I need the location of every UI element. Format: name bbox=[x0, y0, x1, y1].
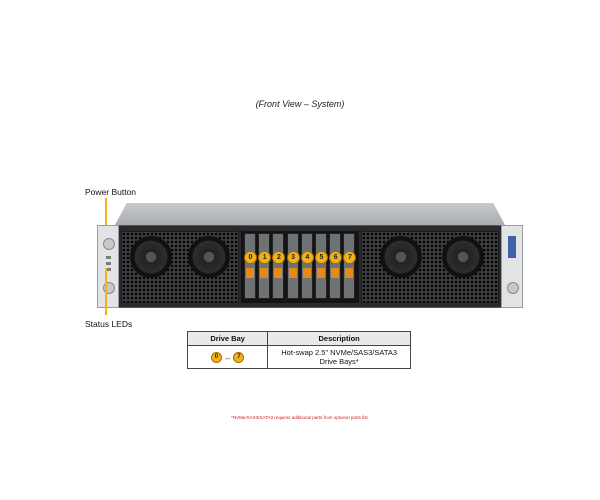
page-caption: (Front View – System) bbox=[255, 99, 345, 109]
drive-release-latch[interactable] bbox=[246, 268, 254, 278]
bay-number-badge: 4 bbox=[300, 251, 314, 264]
drive-release-latch[interactable] bbox=[260, 268, 269, 278]
chassis-top-cover bbox=[115, 203, 505, 225]
bay-number-badge: 1 bbox=[258, 251, 272, 264]
drive-bay[interactable] bbox=[343, 233, 356, 299]
footnote: *NVMe/SAS3/SATA3 requires additional par… bbox=[231, 415, 369, 420]
status-leds-callout-line bbox=[105, 268, 107, 315]
drive-bay[interactable] bbox=[272, 233, 285, 299]
power-button-label: Power Button bbox=[85, 187, 137, 197]
status-led bbox=[106, 262, 111, 265]
drive-release-latch[interactable] bbox=[331, 268, 340, 278]
bay-number-badge: 5 bbox=[315, 251, 328, 264]
bay-number-badge: 7 bbox=[343, 251, 357, 264]
drive-release-latch[interactable] bbox=[274, 268, 283, 278]
drive-bay[interactable] bbox=[300, 233, 313, 299]
drive-release-latch[interactable] bbox=[302, 268, 311, 278]
drive-bay[interactable] bbox=[244, 233, 256, 299]
bay-number-badge: 7 bbox=[233, 351, 245, 363]
bay-number-badge: 0 bbox=[210, 351, 222, 363]
drive-release-latch[interactable] bbox=[288, 268, 297, 278]
drive-bay-description: Hot-swap 2.5" NVMe/SAS3/SATA3 Drive Bays… bbox=[267, 345, 411, 369]
drive-bay[interactable] bbox=[258, 233, 271, 299]
bay-number-badge: 2 bbox=[272, 251, 286, 264]
drive-release-latch[interactable] bbox=[345, 268, 354, 278]
fan-icon bbox=[442, 236, 484, 278]
drive-bay-legend-table: Drive Bay Description 0↔7 Hot-swap 2.5" … bbox=[186, 331, 411, 369]
drive-release-latch[interactable] bbox=[317, 268, 325, 278]
double-arrow-icon: ↔ bbox=[223, 352, 232, 362]
brand-tag bbox=[508, 236, 516, 258]
status-led bbox=[106, 256, 111, 259]
power-button[interactable] bbox=[103, 238, 115, 250]
bay-number-badge: 6 bbox=[329, 251, 343, 264]
right-ear bbox=[501, 225, 523, 308]
status-leds-label: Status LEDs bbox=[85, 319, 133, 329]
table-row: 0↔7 Hot-swap 2.5" NVMe/SAS3/SATA3 Drive … bbox=[186, 345, 411, 369]
ear-latch bbox=[507, 282, 519, 294]
fan-icon bbox=[380, 236, 422, 278]
header-description: Description bbox=[267, 331, 411, 346]
status-led bbox=[106, 268, 111, 271]
drive-bay[interactable] bbox=[315, 233, 327, 299]
right-vent-grille bbox=[361, 231, 499, 303]
fan-icon bbox=[130, 236, 172, 278]
drive-bay[interactable] bbox=[329, 233, 342, 299]
fan-icon bbox=[188, 236, 230, 278]
left-vent-grille bbox=[121, 231, 239, 303]
drive-bay[interactable] bbox=[286, 233, 299, 299]
power-button-callout-line bbox=[105, 198, 107, 238]
drive-bay-range: 0↔7 bbox=[186, 345, 269, 369]
bay-number-badge: 0 bbox=[244, 251, 257, 264]
header-drive-bay: Drive Bay bbox=[186, 331, 269, 346]
bay-number-badge: 3 bbox=[286, 251, 300, 264]
left-control-ear bbox=[97, 225, 119, 308]
